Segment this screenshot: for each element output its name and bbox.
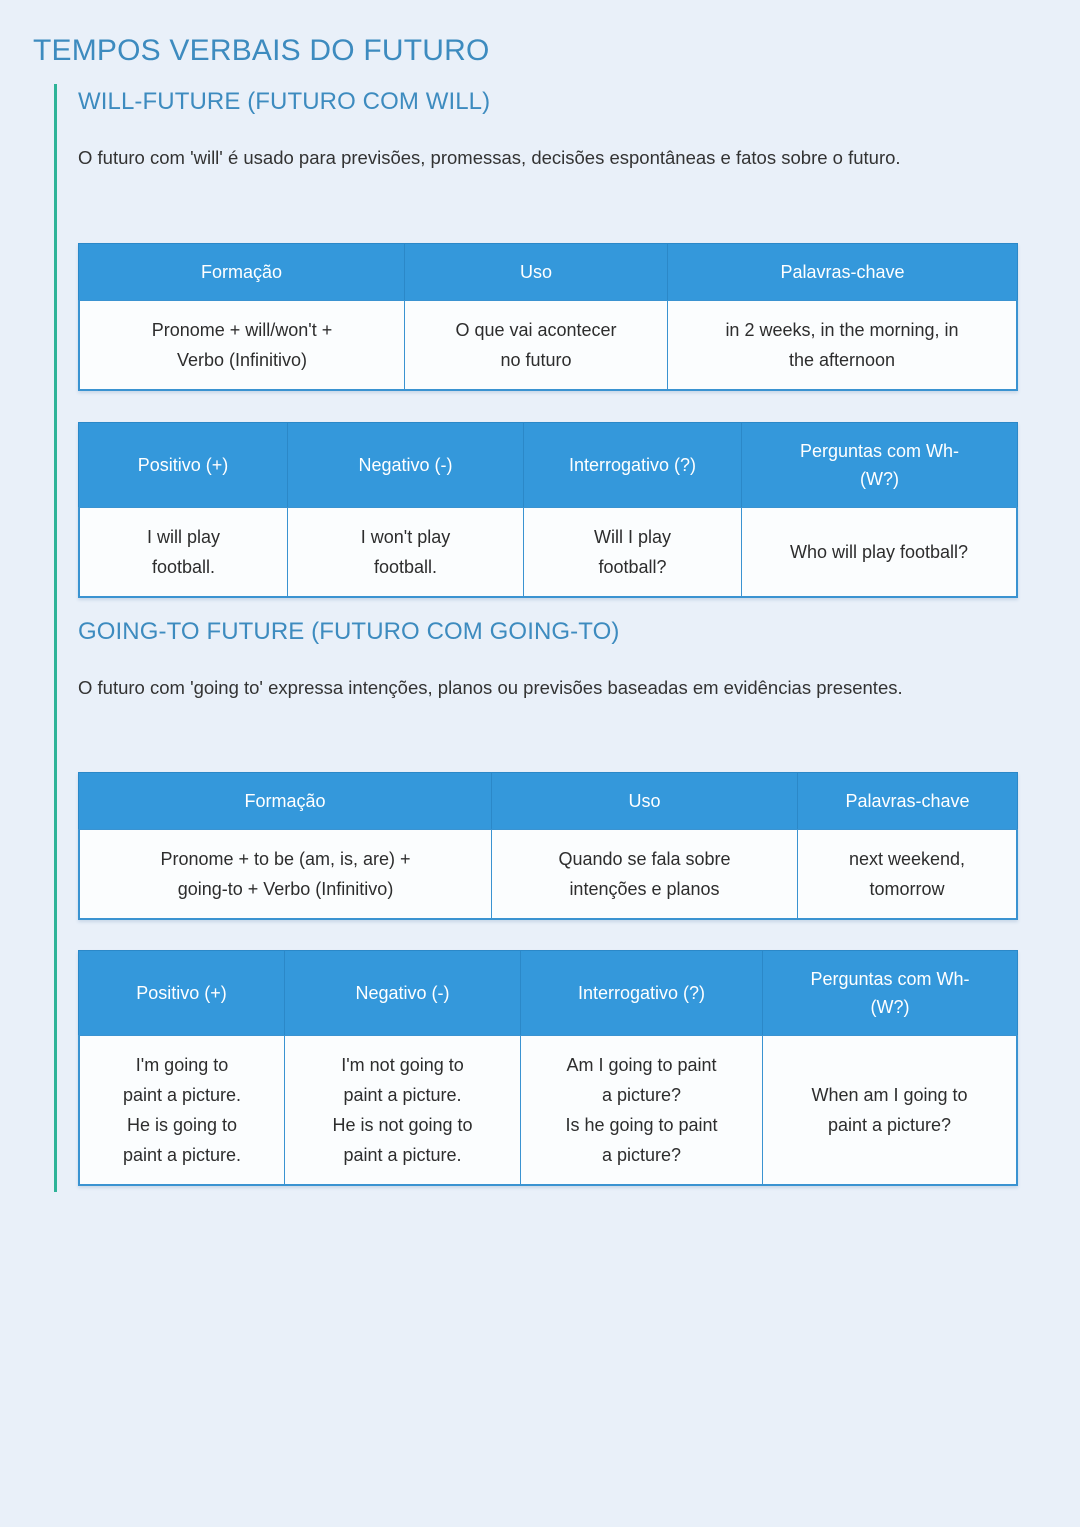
cell-palavras-chave: in 2 weeks, in the morning, in the after… [668, 300, 1018, 391]
cell-line: Quando se fala sobre [558, 849, 731, 869]
cell-line: a picture? [601, 1145, 682, 1165]
description-text: O futuro com 'will' é usado para previsõ… [78, 147, 901, 168]
cell-line: O que vai acontecer [455, 320, 617, 340]
table-header-row: Positivo (+) Negativo (-) Interrogativo … [78, 950, 1018, 1035]
section-heading-will-future: WILL-FUTURE (FUTURO COM WILL) [78, 88, 491, 115]
header-line: Perguntas com Wh- [810, 969, 970, 989]
cell-uso: O que vai acontecer no futuro [405, 300, 668, 391]
cell-line: football? [598, 557, 667, 577]
cell-positivo: I will play football. [78, 507, 288, 598]
cell-line: I'm going to [135, 1055, 229, 1075]
column-header-perguntas-wh: Perguntas com Wh- (W?) [763, 950, 1018, 1035]
cell-line: going-to + Verbo (Infinitivo) [177, 879, 394, 899]
header-line: (W?) [870, 997, 910, 1017]
column-header-interrogativo: Interrogativo (?) [521, 950, 763, 1035]
column-header-negativo: Negativo (-) [288, 422, 524, 507]
cell-line: no futuro [500, 350, 572, 370]
cell-line: paint a picture. [343, 1145, 462, 1165]
cell-line: He is going to [126, 1115, 238, 1135]
section-going-to-future-header: GOING-TO FUTURE (FUTURO COM GOING-TO) [78, 618, 1018, 646]
cell-line: tomorrow [869, 879, 945, 899]
cell-line: I won't play [360, 527, 451, 547]
going-to-formation-table: Formação Uso Palavras-chave Pronome + to… [78, 772, 1018, 920]
will-future-forms-table: Positivo (+) Negativo (-) Interrogativo … [78, 422, 1018, 598]
will-future-formation-table: Formação Uso Palavras-chave Pronome + wi… [78, 243, 1018, 391]
cell-interrogativo: Will I play football? [524, 507, 742, 598]
cell-positivo: I'm going to paint a picture. He is goin… [78, 1035, 285, 1186]
cell-line: the afternoon [788, 350, 896, 370]
column-header-positivo: Positivo (+) [78, 950, 285, 1035]
table-row: Pronome + to be (am, is, are) + going-to… [78, 829, 1018, 920]
cell-line: football. [373, 557, 438, 577]
cell-line: I will play [146, 527, 221, 547]
cell-interrogativo: Am I going to paint a picture? Is he goi… [521, 1035, 763, 1186]
cell-perguntas-wh: When am I going to paint a picture? [763, 1035, 1018, 1186]
table-row: I'm going to paint a picture. He is goin… [78, 1035, 1018, 1186]
cell-line: I'm not going to [341, 1055, 464, 1075]
cell-palavras-chave: next weekend, tomorrow [798, 829, 1018, 920]
header-line: Perguntas com Wh- [799, 441, 960, 461]
cell-line: Am I going to paint [566, 1055, 717, 1075]
table-header-row: Formação Uso Palavras-chave [78, 772, 1018, 829]
cell-negativo: I'm not going to paint a picture. He is … [285, 1035, 521, 1186]
page-title: TEMPOS VERBAIS DO FUTURO [33, 34, 490, 68]
cell-line: in 2 weeks, in the morning, in [725, 320, 959, 340]
going-to-forms-table: Positivo (+) Negativo (-) Interrogativo … [78, 950, 1018, 1186]
column-header-perguntas-wh: Perguntas com Wh- (W?) [742, 422, 1018, 507]
cell-line: paint a picture. [343, 1085, 462, 1105]
cell-perguntas-wh: Who will play football? [742, 507, 1018, 598]
cell-formacao: Pronome + will/won't + Verbo (Infinitivo… [78, 300, 405, 391]
section-will-future-header: WILL-FUTURE (FUTURO COM WILL) [78, 88, 1018, 116]
section-heading-going-to-future: GOING-TO FUTURE (FUTURO COM GOING-TO) [78, 618, 620, 645]
cell-line: When am I going to [811, 1085, 968, 1105]
cell-line: football. [151, 557, 216, 577]
cell-line: paint a picture. [122, 1145, 242, 1165]
cell-negativo: I won't play football. [288, 507, 524, 598]
cell-line: intenções e planos [569, 879, 720, 899]
cell-line: Will I play [593, 527, 671, 547]
table-header-row: Formação Uso Palavras-chave [78, 243, 1018, 300]
column-header-negativo: Negativo (-) [285, 950, 521, 1035]
cell-line: Who will play football? [789, 542, 969, 562]
header-line: (W?) [860, 469, 899, 489]
table-header-row: Positivo (+) Negativo (-) Interrogativo … [78, 422, 1018, 507]
column-header-palavras-chave: Palavras-chave [668, 243, 1018, 300]
column-header-interrogativo: Interrogativo (?) [524, 422, 742, 507]
cell-line: Is he going to paint [565, 1115, 718, 1135]
cell-line: He is not going to [332, 1115, 473, 1135]
column-header-formacao: Formação [78, 243, 405, 300]
cell-formacao: Pronome + to be (am, is, are) + going-to… [78, 829, 492, 920]
cell-line: paint a picture. [122, 1085, 242, 1105]
column-header-uso: Uso [492, 772, 798, 829]
section-accent-bar [54, 84, 57, 1192]
cell-line: next weekend, [848, 849, 966, 869]
column-header-palavras-chave: Palavras-chave [798, 772, 1018, 829]
table-row: Pronome + will/won't + Verbo (Infinitivo… [78, 300, 1018, 391]
cell-line: Pronome + to be (am, is, are) + [160, 849, 411, 869]
section-description-going-to-future: O futuro com 'going to' expressa intençõ… [78, 670, 1018, 706]
cell-line: Pronome + will/won't + [151, 320, 333, 340]
cell-line: paint a picture? [827, 1115, 952, 1135]
column-header-positivo: Positivo (+) [78, 422, 288, 507]
cell-line: a picture? [601, 1085, 682, 1105]
description-text: O futuro com 'going to' expressa intençõ… [78, 677, 903, 698]
table-row: I will play football. I won't play footb… [78, 507, 1018, 598]
cell-uso: Quando se fala sobre intenções e planos [492, 829, 798, 920]
column-header-uso: Uso [405, 243, 668, 300]
column-header-formacao: Formação [78, 772, 492, 829]
cell-line: Verbo (Infinitivo) [176, 350, 308, 370]
section-description-will-future: O futuro com 'will' é usado para previsõ… [78, 140, 1018, 176]
